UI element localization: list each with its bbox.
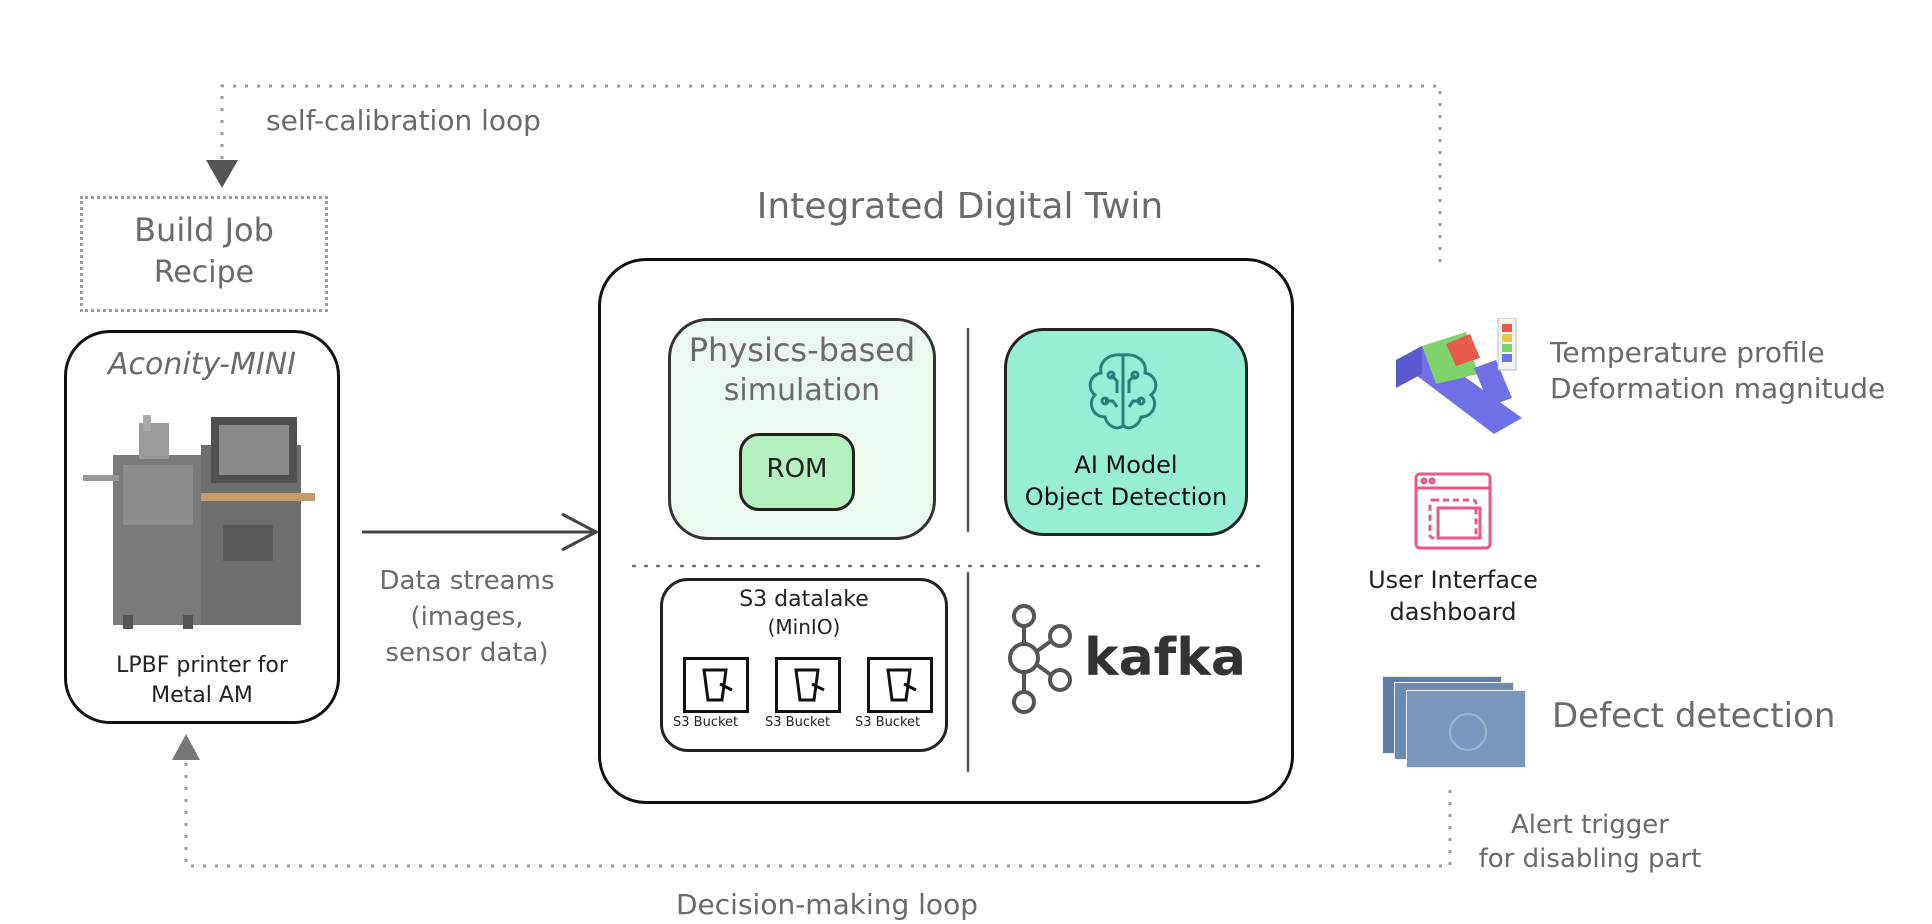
s3-bucket-label: S3 Bucket xyxy=(765,715,831,730)
s3-datalake-card: S3 datalake (MinIO) S3 Bucket S3 Bucket … xyxy=(660,578,948,752)
ai-model-card: AI Model Object Detection xyxy=(1004,328,1248,536)
physics-line1: Physics-based xyxy=(688,331,916,369)
printer-machine-image xyxy=(83,415,315,629)
self-calibration-arrowhead xyxy=(206,160,238,188)
temperature-beam-image xyxy=(1396,318,1522,434)
ai-brain-icon xyxy=(1088,353,1158,430)
printer-title: Aconity-MINI xyxy=(107,347,296,382)
alert-line1: Alert trigger xyxy=(1511,810,1669,840)
printer-caption-line2: Metal AM xyxy=(151,683,253,708)
build-job-line2: Recipe xyxy=(153,255,255,290)
data-stream-arrowhead xyxy=(561,512,600,552)
decision-loop-line xyxy=(184,758,1452,868)
s3-bucket-label: S3 Bucket xyxy=(855,715,921,730)
printer-caption-line1: LPBF printer for xyxy=(116,653,288,678)
s3-bucket-icon xyxy=(683,657,749,713)
self-calibration-loop-line xyxy=(220,84,1442,262)
ai-line2: Object Detection xyxy=(1024,483,1228,511)
physics-line2: simulation xyxy=(723,373,881,408)
datalake-line1: S3 datalake xyxy=(739,587,869,612)
digital-twin-container xyxy=(598,258,1294,804)
rom-box: ROM xyxy=(739,433,855,511)
decision-loop-label: Decision-making loop xyxy=(676,888,978,921)
twin-title: Integrated Digital Twin xyxy=(756,186,1164,227)
defect-label: Defect detection xyxy=(1552,696,1836,736)
build-job-recipe-box: Build Job Recipe xyxy=(80,196,328,312)
data-streams-line3: sensor data) xyxy=(385,638,549,668)
temperature-line2: Deformation magnitude xyxy=(1550,372,1886,405)
self-calibration-loop-label: self-calibration loop xyxy=(266,104,541,137)
ai-line1: AI Model xyxy=(1074,451,1178,479)
dashboard-window-icon xyxy=(1414,472,1492,550)
ui-line1: User Interface xyxy=(1368,566,1538,594)
data-streams-line1: Data streams xyxy=(379,566,555,596)
s3-bucket-label: S3 Bucket xyxy=(673,715,739,730)
s3-bucket-icon xyxy=(867,657,933,713)
defect-image xyxy=(1406,690,1526,768)
defect-images-stack xyxy=(1382,676,1528,768)
datalake-line2: (MinIO) xyxy=(767,615,841,639)
kafka-label: kafka xyxy=(1084,628,1246,688)
data-streams-line2: (images, xyxy=(410,602,524,632)
kafka-logo-icon xyxy=(1008,604,1072,714)
ui-line2: dashboard xyxy=(1389,598,1517,626)
s3-bucket-icon xyxy=(775,657,841,713)
printer-card: Aconity-MINI LPBF printer for Metal AM xyxy=(64,330,340,724)
physics-simulation-card: Physics-based simulation ROM xyxy=(668,318,936,540)
rom-label: ROM xyxy=(766,454,828,484)
build-job-line1: Build Job xyxy=(134,211,274,249)
alert-line2: for disabling part xyxy=(1478,844,1702,874)
temperature-line1: Temperature profile xyxy=(1550,336,1825,369)
decision-loop-arrowhead xyxy=(172,734,200,760)
